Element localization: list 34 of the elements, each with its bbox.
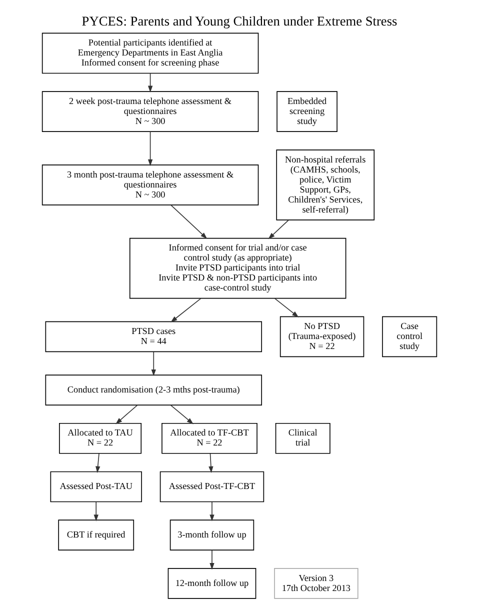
arrow [170,298,202,322]
arrow [151,352,156,376]
node-box: Embedded screening study [276,91,338,132]
arrow [268,220,289,240]
node-box: 2 week post-trauma telephone assessment & questionnaires N ~ 300 [42,91,259,132]
node-box: 12-month follow up [168,568,256,599]
node-box: Case control study [382,316,438,358]
node-box: Non-hospital referrals (CAMHS, schools, police, Victim Support, GPs, Children's' Services, self-referral) [276,150,375,220]
arrow [210,501,214,522]
node-box: Potential participants identified at Emergency Departments in East Anglia Informed consent for screening phase [42,32,259,74]
node-box: Clinical trial [275,422,330,454]
node-box: Allocated to TF-CBT N = 22 [162,422,258,454]
arrow [148,131,153,166]
arrow [274,298,299,318]
node-box: No PTSD (Trauma-exposed) N = 22 [280,316,364,358]
arrow [208,453,214,473]
arrow [148,72,153,92]
node-box: 3-month follow up [170,520,254,551]
node-box: CBT if required [58,520,134,551]
node-box: 3 month post-trauma telephone assessment & questionnaires N ~ 300 [42,164,259,206]
arrow [170,204,208,239]
arrow [96,453,100,473]
node-box: Informed consent for trial and/or case control study (as appropriate) Invite PTSD participants into trial Invite PTSD & non-PTSD participants into case-control study [129,238,346,299]
arrow [116,404,138,424]
node-box: PTSD cases N = 44 [45,321,262,352]
node-box: Assessed Post-TAU [50,471,142,502]
node-box: Conduct randomisation (2-3 mths post-trauma) [45,374,262,406]
diagram-title: PYCES: Parents and Young Children under Extreme Stress [82,14,398,29]
node-box: Assessed Post-TF-CBT [160,471,264,502]
arrow [210,550,214,570]
arrow [170,404,194,424]
node-box: Allocated to TAU N = 22 [59,422,142,454]
arrow [94,501,98,522]
node-box: Version 3 17th October 2013 [274,568,358,599]
